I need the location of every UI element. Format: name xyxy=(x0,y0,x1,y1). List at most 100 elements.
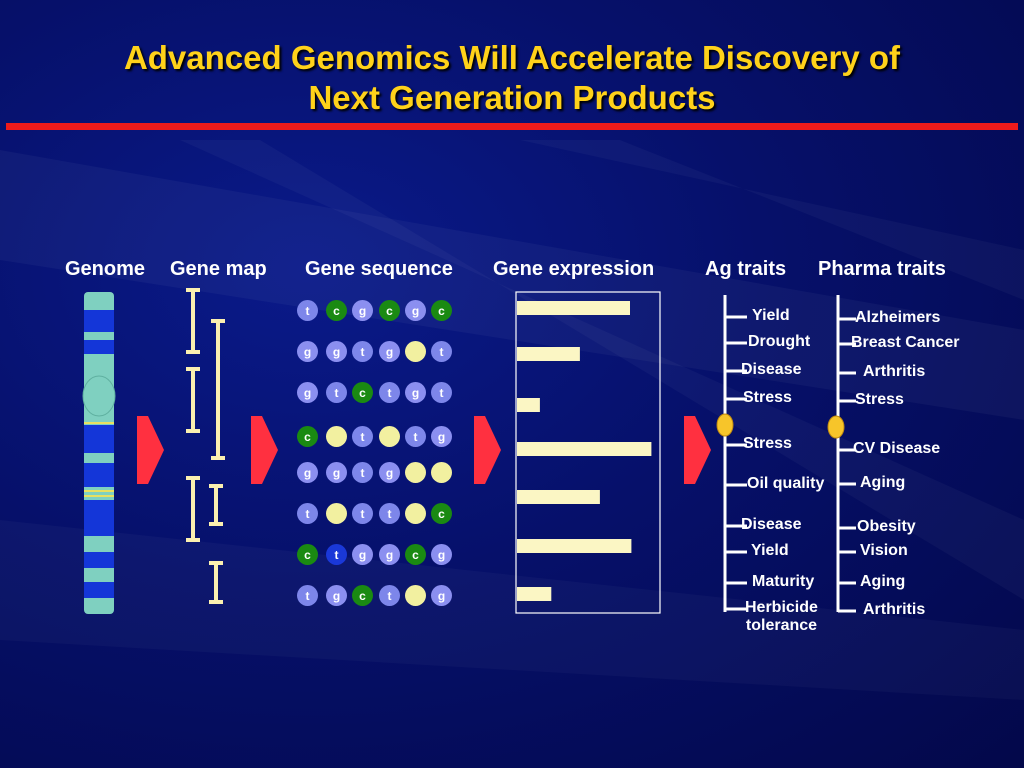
nucleotide: a xyxy=(405,585,426,606)
nucleotide: g xyxy=(405,300,426,321)
nucleotide: g xyxy=(297,382,318,403)
nucleotide: g xyxy=(405,382,426,403)
trait-label: CV Disease xyxy=(853,440,941,457)
expression-bar xyxy=(517,539,632,553)
trait-label: Disease xyxy=(741,361,802,378)
nucleotide: a xyxy=(431,462,452,483)
gene-expression-chart xyxy=(515,291,661,614)
nucleotide: g xyxy=(326,341,347,362)
nucleotide: t xyxy=(326,382,347,403)
trait-label: Breast Cancer xyxy=(851,334,960,351)
nucleotide: t xyxy=(379,585,400,606)
nucleotide: c xyxy=(431,503,452,524)
header-gene-sequence: Gene sequence xyxy=(305,258,453,280)
trait-label: Drought xyxy=(748,333,811,350)
arrow-sequence-to-expression xyxy=(474,416,501,484)
nucleotide: g xyxy=(431,426,452,447)
nucleotide: c xyxy=(379,300,400,321)
nucleotide: c xyxy=(326,300,347,321)
arrow-map-to-sequence xyxy=(251,416,278,484)
expression-bar xyxy=(517,587,552,601)
expression-bar xyxy=(517,442,652,456)
ag-node xyxy=(716,413,734,437)
trait-label: Stress xyxy=(743,435,792,452)
nucleotide: a xyxy=(379,426,400,447)
header-genome: Genome xyxy=(65,258,146,280)
nucleotide: g xyxy=(431,585,452,606)
nucleotide: t xyxy=(405,426,426,447)
nucleotide: g xyxy=(431,544,452,565)
nucleotide: t xyxy=(352,462,373,483)
nucleotide: g xyxy=(379,341,400,362)
nucleotide: g xyxy=(352,300,373,321)
header-ag-traits: Ag traits xyxy=(705,258,787,280)
nucleotide: t xyxy=(352,426,373,447)
nucleotide: c xyxy=(297,544,318,565)
trait-label: Aging xyxy=(860,474,906,491)
nucleotide: a xyxy=(405,503,426,524)
nucleotide: a xyxy=(326,503,347,524)
expression-bar xyxy=(517,301,630,315)
nucleotide: g xyxy=(352,544,373,565)
nucleotide: t xyxy=(431,341,452,362)
trait-label: Yield xyxy=(751,542,789,559)
chromosome xyxy=(82,292,116,614)
trait-label: Stress xyxy=(743,389,792,406)
nucleotide: c xyxy=(352,585,373,606)
nucleotide: g xyxy=(379,462,400,483)
trait-label: Aging xyxy=(860,573,906,590)
trait-label: Vision xyxy=(860,542,908,559)
header-pharma-traits: Pharma traits xyxy=(818,258,946,280)
title-line-2: Next Generation Products xyxy=(308,79,716,116)
nucleotide: c xyxy=(431,300,452,321)
nucleotide: t xyxy=(352,503,373,524)
nucleotide: g xyxy=(326,462,347,483)
nucleotide: t xyxy=(352,341,373,362)
ag-trait-ladder xyxy=(723,295,747,612)
expression-frame xyxy=(515,291,661,614)
gene-map xyxy=(186,288,225,604)
nucleotide: t xyxy=(297,503,318,524)
trait-label: Oil quality xyxy=(747,475,825,492)
title-line-1: Advanced Genomics Will Accelerate Discov… xyxy=(123,39,901,76)
title-underline xyxy=(6,123,1018,130)
arrow-expression-to-traits xyxy=(684,416,711,484)
nucleotide: g xyxy=(297,462,318,483)
nucleotide: a xyxy=(405,462,426,483)
nucleotide: c xyxy=(352,382,373,403)
nucleotide: g xyxy=(297,341,318,362)
nucleotide: t xyxy=(379,503,400,524)
header-gene-expression: Gene expression xyxy=(493,258,655,280)
nucleotide: t xyxy=(431,382,452,403)
pharma-node xyxy=(827,415,845,439)
trait-label: Stress xyxy=(855,391,904,408)
nucleotide: a xyxy=(405,341,426,362)
nucleotide: c xyxy=(405,544,426,565)
trait-label: Alzheimers xyxy=(855,309,941,326)
trait-label: Yield xyxy=(752,307,790,324)
nucleotide: g xyxy=(379,544,400,565)
expression-bar xyxy=(517,398,540,412)
nucleotide: a xyxy=(326,426,347,447)
trait-label: Arthritis xyxy=(863,363,926,380)
slide-title: Advanced Genomics Will Accelerate Discov… xyxy=(0,38,1024,118)
arrow-genome-to-map xyxy=(137,416,164,484)
nucleotide: t xyxy=(379,382,400,403)
expression-bar xyxy=(517,490,600,504)
pharma-trait-ladder xyxy=(836,295,856,613)
trait-label: Maturity xyxy=(752,573,815,590)
expression-bar xyxy=(517,347,580,361)
trait-label: Arthritis xyxy=(863,601,926,618)
nucleotide: c xyxy=(297,426,318,447)
header-gene-map: Gene map xyxy=(170,258,267,280)
trait-label: Obesity xyxy=(857,518,916,535)
nucleotide: t xyxy=(297,300,318,321)
trait-label: Disease xyxy=(741,516,802,533)
nucleotide: t xyxy=(297,585,318,606)
nucleotide: g xyxy=(326,585,347,606)
nucleotide: t xyxy=(326,544,347,565)
